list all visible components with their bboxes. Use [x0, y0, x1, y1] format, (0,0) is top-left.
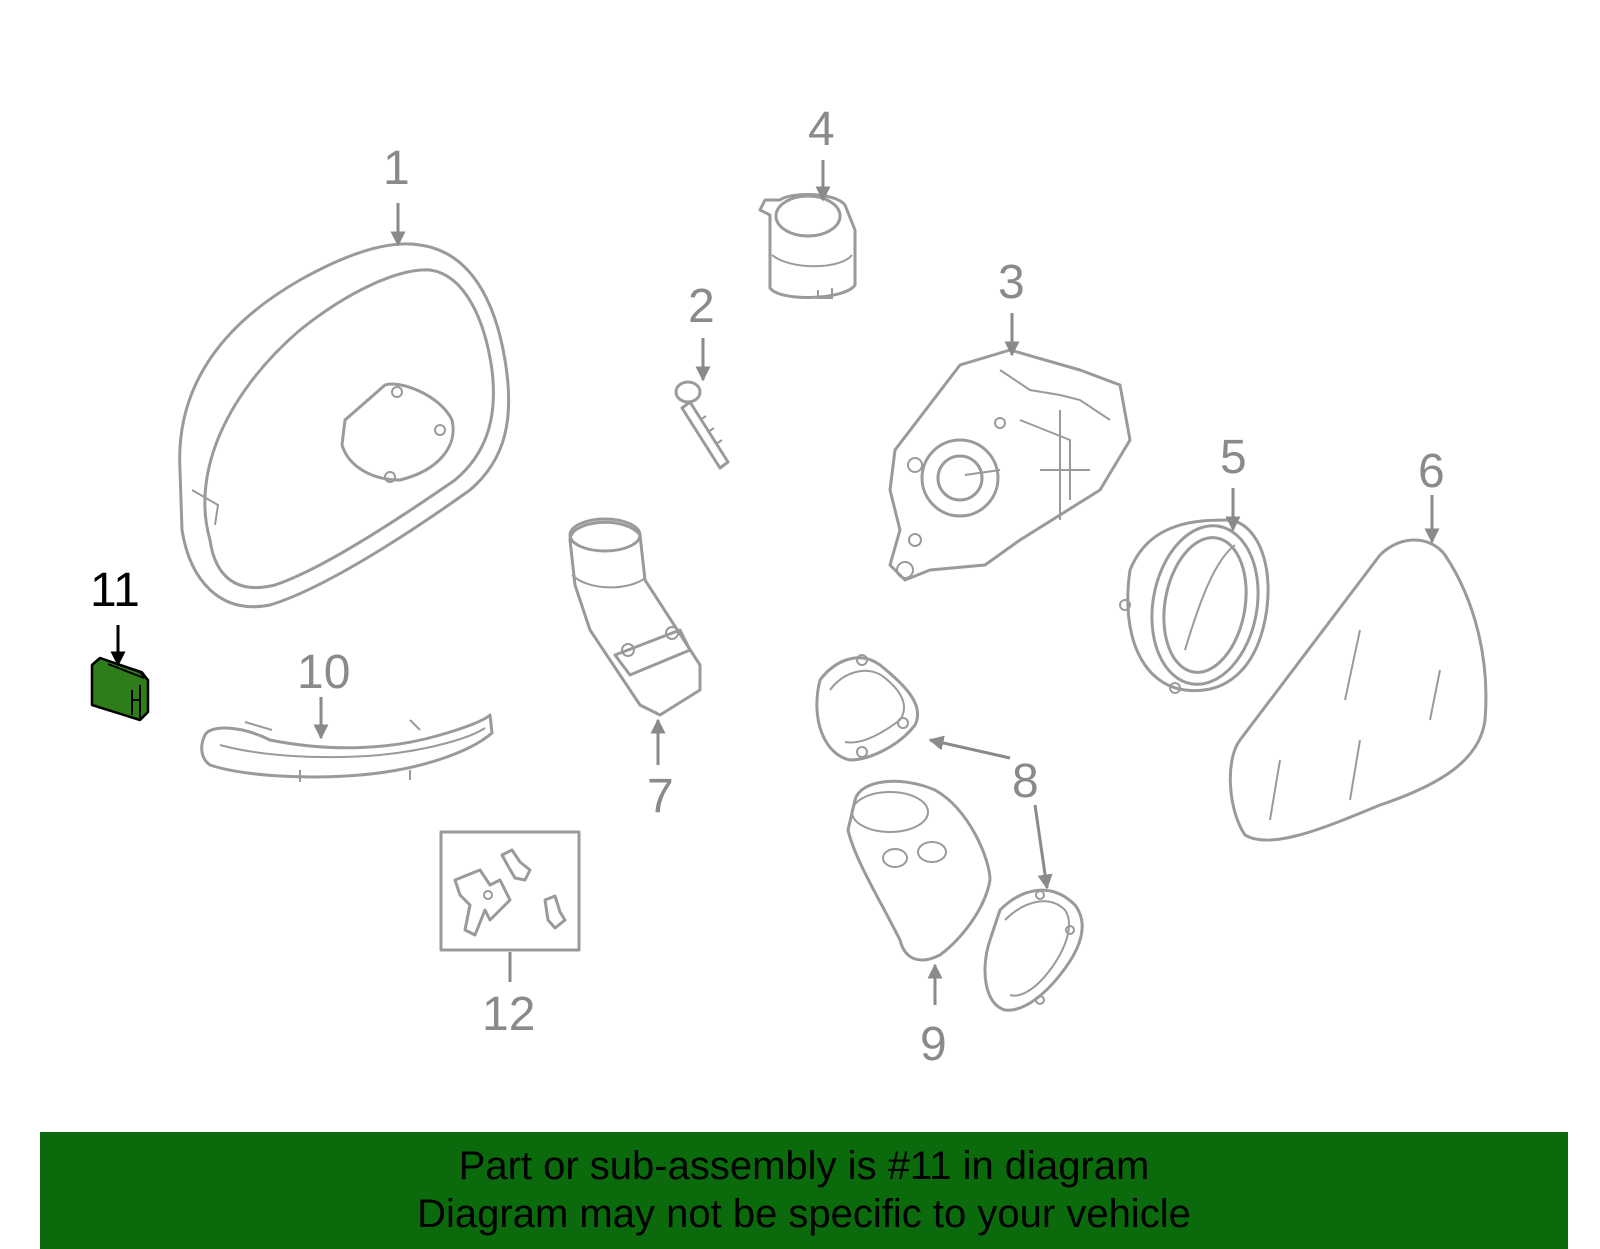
info-banner: Part or sub-assembly is #11 in diagram D…	[40, 1132, 1568, 1249]
part-8-gasket-lower[interactable]	[983, 888, 1084, 1012]
part-9-lens[interactable]	[846, 779, 992, 962]
callout-9: 9	[920, 1018, 947, 1071]
callout-2: 2	[688, 280, 715, 333]
part-6-mirror-glass[interactable]	[1228, 538, 1488, 842]
part-2-bolt[interactable]	[674, 380, 730, 470]
part-12-hardware-kit[interactable]	[439, 830, 581, 952]
callout-3: 3	[998, 256, 1025, 309]
callout-7: 7	[647, 770, 674, 823]
callout-1: 1	[383, 142, 410, 195]
part-4-cap[interactable]	[758, 193, 857, 299]
part-10-signal-lamp[interactable]	[200, 713, 494, 782]
part-1-mirror-cover[interactable]	[178, 242, 511, 609]
banner-line-1: Part or sub-assembly is #11 in diagram	[458, 1144, 1150, 1188]
part-7-housing[interactable]	[568, 517, 702, 717]
callout-labels: 1 2 3 4 5 6 7 8 9 10 11 12	[90, 103, 1445, 1071]
leader-lines	[110, 160, 1440, 1005]
part-5-bracket[interactable]	[1119, 517, 1270, 694]
callout-5: 5	[1220, 431, 1247, 484]
part-8-gasket-upper[interactable]	[815, 654, 920, 762]
banner-line-2: Diagram may not be specific to your vehi…	[417, 1192, 1191, 1236]
callout-11: 11	[90, 564, 140, 617]
callout-6: 6	[1418, 445, 1445, 498]
callout-10: 10	[297, 646, 350, 699]
callout-4: 4	[808, 103, 835, 156]
callout-12: 12	[482, 988, 535, 1041]
callout-8: 8	[1012, 755, 1039, 808]
part-3-actuator[interactable]	[888, 348, 1132, 582]
part-11-clip[interactable]	[90, 656, 150, 722]
